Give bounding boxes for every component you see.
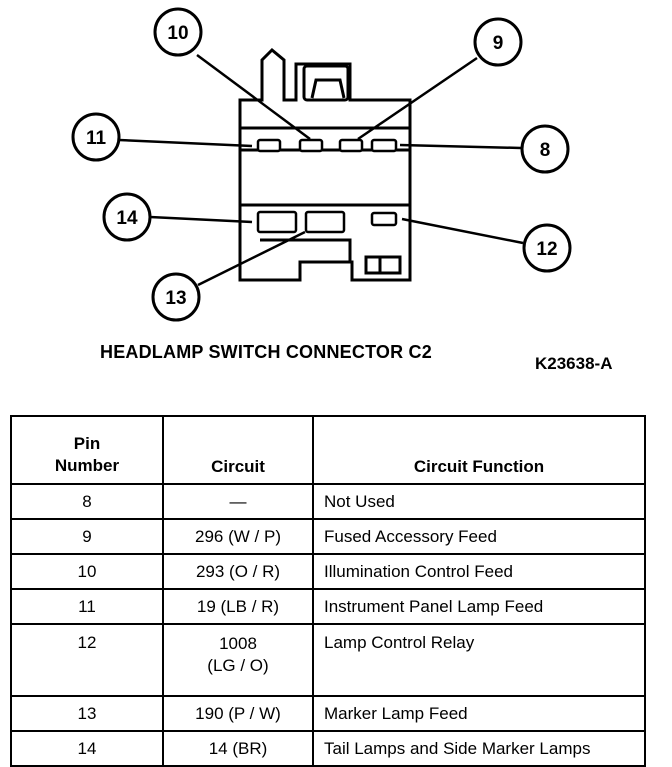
function-cell: Lamp Control Relay [312, 623, 646, 697]
function-cell: Instrument Panel Lamp Feed [312, 588, 646, 625]
callout-13: 13 [151, 272, 201, 322]
circuit-cell: 1008 (LG / O) [162, 623, 314, 697]
table-row: 12 1008 (LG / O) Lamp Control Relay [10, 623, 646, 697]
header-pin-number: Pin Number [10, 415, 164, 485]
circuit-cell: 293 (O / R) [162, 553, 314, 590]
pin-12-terminal [370, 211, 398, 227]
callout-13-label: 13 [165, 288, 186, 309]
table-row: 8 — Not Used [10, 483, 646, 520]
function-cell: Fused Accessory Feed [312, 518, 646, 555]
callout-9: 9 [473, 17, 523, 67]
figure-id: K23638-A [535, 354, 613, 373]
circuit-line1: 1008 [219, 634, 257, 653]
circuit-line2: (LG / O) [207, 656, 269, 675]
pin-terminals [256, 138, 398, 234]
pin-cell: 13 [10, 695, 164, 732]
connector-body [238, 47, 412, 282]
diagram-caption: HEADLAMP SWITCH CONNECTOR C2 [100, 342, 432, 362]
pin-cell: 8 [10, 483, 164, 520]
pin-cell: 14 [10, 730, 164, 767]
leader-lines [118, 53, 524, 287]
callout-12: 12 [522, 223, 572, 273]
circuit-cell: 296 (W / P) [162, 518, 314, 555]
callout-11-label: 11 [86, 128, 107, 149]
callout-14-label: 14 [116, 208, 138, 229]
pin-13-terminal [304, 210, 346, 234]
callout-14: 14 [102, 192, 152, 242]
pin-14-terminal [256, 210, 298, 234]
pin-9-terminal [338, 138, 364, 153]
pin-11-terminal [256, 138, 282, 153]
callout-8: 8 [520, 124, 570, 174]
header-pin-line2: Number [54, 456, 120, 475]
callout-12-label: 12 [536, 239, 557, 260]
table-row: 10 293 (O / R) Illumination Control Feed [10, 553, 646, 590]
pin-cell: 9 [10, 518, 164, 555]
callout-10: 10 [153, 7, 203, 57]
pin-10-terminal [298, 138, 324, 153]
callout-8-label: 8 [540, 140, 551, 161]
pin-cell: 12 [10, 623, 164, 697]
table-row: 11 19 (LB / R) Instrument Panel Lamp Fee… [10, 588, 646, 625]
function-cell: Not Used [312, 483, 646, 520]
table-row: 9 296 (W / P) Fused Accessory Feed [10, 518, 646, 555]
pin-cell: 10 [10, 553, 164, 590]
header-circuit: Circuit [162, 415, 314, 485]
callout-10-label: 10 [167, 23, 188, 44]
table-header-row: Pin Number Circuit Circuit Function [10, 415, 646, 485]
table-row: 14 14 (BR) Tail Lamps and Side Marker La… [10, 730, 646, 767]
circuit-cell: — [162, 483, 314, 520]
callout-9-label: 9 [493, 33, 504, 54]
pin-table: Pin Number Circuit Circuit Function 8 — … [10, 415, 646, 767]
connector-diagram: 10 9 11 8 14 12 13 [71, 7, 572, 322]
header-circuit-function: Circuit Function [312, 415, 646, 485]
pin-8-terminal [370, 138, 398, 153]
callout-11: 11 [71, 112, 121, 162]
function-cell: Tail Lamps and Side Marker Lamps [312, 730, 646, 767]
header-pin-line1: Pin [73, 434, 101, 453]
function-cell: Illumination Control Feed [312, 553, 646, 590]
circuit-cell: 190 (P / W) [162, 695, 314, 732]
function-cell: Marker Lamp Feed [312, 695, 646, 732]
circuit-cell: 14 (BR) [162, 730, 314, 767]
pin-cell: 11 [10, 588, 164, 625]
table-row: 13 190 (P / W) Marker Lamp Feed [10, 695, 646, 732]
circuit-cell: 19 (LB / R) [162, 588, 314, 625]
